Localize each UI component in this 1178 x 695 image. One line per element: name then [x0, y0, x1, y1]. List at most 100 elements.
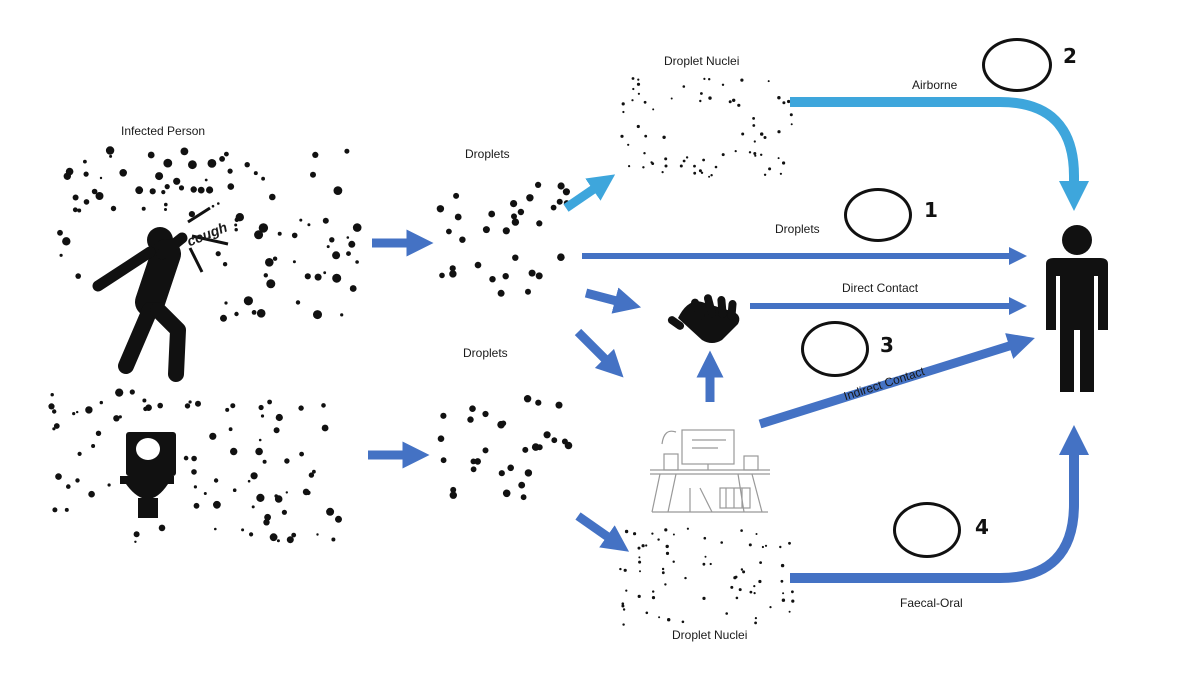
- droplet-dot: [119, 169, 127, 177]
- droplet-dot: [261, 176, 265, 181]
- droplet-dot: [312, 151, 319, 158]
- droplet-dot: [191, 469, 197, 475]
- droplet-dot: [459, 236, 466, 243]
- droplet-dot: [665, 544, 669, 549]
- droplet-dot: [753, 592, 756, 595]
- droplet-dot: [52, 507, 58, 513]
- droplet-dot: [474, 458, 482, 465]
- droplet-dot: [244, 162, 250, 168]
- droplet-dot: [535, 399, 542, 406]
- droplet-dot: [732, 98, 736, 103]
- workspace-surface-icon: [650, 429, 770, 513]
- droplet-dot: [299, 451, 304, 457]
- droplet-dot: [502, 227, 510, 235]
- droplet-dot: [791, 590, 794, 594]
- droplet-dot: [50, 393, 54, 397]
- droplet-dot: [164, 184, 170, 190]
- droplet-dot: [340, 313, 344, 317]
- droplet-dot: [720, 541, 723, 544]
- droplet-dot: [470, 458, 477, 465]
- droplet-dot: [624, 529, 629, 534]
- droplet-dot: [777, 157, 780, 160]
- droplet-dot: [622, 623, 625, 626]
- droplet-dot: [227, 183, 235, 190]
- droplet-dot: [115, 388, 124, 397]
- droplet-dot: [625, 589, 628, 592]
- droplet-dot: [528, 269, 536, 277]
- droplet-dot: [754, 617, 758, 620]
- droplet-dot: [661, 571, 665, 575]
- cough-lines: [187, 206, 229, 273]
- droplet-dot: [507, 464, 514, 472]
- droplet-nuclei-label-bottom: Droplet Nuclei: [672, 628, 748, 642]
- droplet-dot: [163, 158, 173, 168]
- droplet-dot: [346, 236, 350, 239]
- droplet-dot: [321, 403, 326, 408]
- droplet-dot: [85, 406, 93, 414]
- droplet-dot: [667, 618, 671, 622]
- droplet-dot: [511, 218, 520, 226]
- droplet-dot: [652, 590, 655, 593]
- droplet-dot: [753, 585, 756, 588]
- droplet-dot: [637, 594, 641, 599]
- droplet-dot: [708, 78, 711, 81]
- droplet-dot: [636, 82, 641, 86]
- droplet-dot: [665, 551, 670, 556]
- droplet-dot: [72, 194, 79, 201]
- droplet-dot: [276, 539, 280, 543]
- droplet-dot: [272, 256, 278, 261]
- droplet-dot: [323, 271, 327, 275]
- droplet-dot: [449, 491, 457, 499]
- droplet-dot: [623, 568, 627, 572]
- droplet-dot: [277, 231, 282, 236]
- droplet-dot: [703, 536, 707, 540]
- droplet-dot: [326, 507, 335, 516]
- droplet-dot: [224, 151, 229, 157]
- droplet-dot: [234, 223, 238, 227]
- droplet-dot: [641, 544, 645, 548]
- droplet-dot: [234, 311, 239, 317]
- route-label-direct-contact: Direct Contact: [842, 281, 919, 295]
- droplet-dot: [620, 134, 624, 138]
- droplet-dot: [145, 404, 152, 412]
- droplet-dot: [700, 171, 704, 174]
- toilet-icon: [120, 432, 176, 518]
- droplets-label-bottom: Droplets: [463, 346, 508, 360]
- droplet-dot: [518, 481, 526, 489]
- droplet-dot: [217, 202, 220, 205]
- droplet-dot: [522, 446, 529, 453]
- droplet-dot: [207, 159, 217, 168]
- droplet-dot: [704, 555, 707, 558]
- droplet-dot: [482, 447, 489, 454]
- droplet-dot: [75, 273, 81, 279]
- droplet-dot: [295, 300, 301, 305]
- droplet-dot: [779, 545, 782, 549]
- droplet-dot: [782, 161, 786, 165]
- droplet-dot: [173, 177, 181, 185]
- droplet-dot: [740, 529, 743, 532]
- droplet-dot: [509, 200, 518, 208]
- droplet-dot: [526, 194, 534, 202]
- droplet-dot: [281, 509, 287, 515]
- droplet-dot: [524, 469, 533, 477]
- droplet-dot: [693, 171, 697, 175]
- droplet-dot: [235, 213, 244, 222]
- droplet-dot: [227, 168, 233, 174]
- route-label-airborne: Airborne: [912, 78, 958, 92]
- droplet-dot: [164, 202, 168, 207]
- droplet-dot: [562, 188, 571, 196]
- droplet-dot: [149, 188, 156, 195]
- droplet-dot: [206, 186, 214, 194]
- droplet-dot: [302, 488, 310, 496]
- droplet-dot: [129, 389, 135, 395]
- droplet-dot: [110, 205, 117, 212]
- droplet-dot: [247, 479, 251, 483]
- droplet-dot: [645, 611, 649, 615]
- droplet-dot: [637, 546, 641, 550]
- droplet-dot: [333, 186, 343, 196]
- droplet-dot: [142, 398, 147, 403]
- droplet-dot: [286, 536, 294, 544]
- droplet-dot: [700, 92, 703, 95]
- route-number-2: 2: [1063, 44, 1077, 68]
- droplet-dot: [497, 289, 505, 297]
